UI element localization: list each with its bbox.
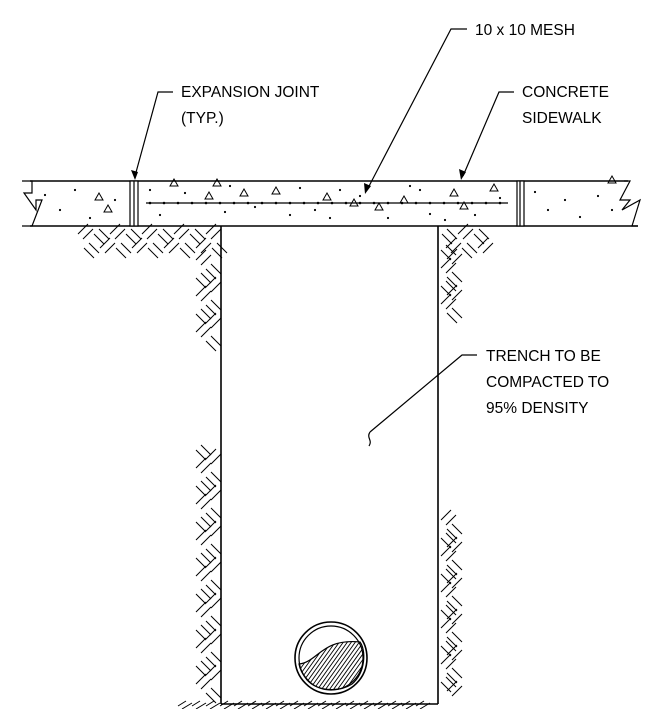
label-trench-line2: COMPACTED TO xyxy=(486,374,609,391)
expansion-joint-right xyxy=(516,180,525,227)
right-break-symbol xyxy=(619,180,642,227)
left-break-symbol xyxy=(22,180,43,227)
expansion-joint-left xyxy=(129,180,139,227)
label-trench-line3: 95% DENSITY xyxy=(486,400,589,417)
label-sidewalk-line2: SIDEWALK xyxy=(522,110,602,127)
concrete-aggregate xyxy=(43,174,617,222)
label-expansion-joint-line1: EXPANSION JOINT xyxy=(181,84,320,101)
pipe xyxy=(294,621,368,695)
label-mesh: 10 x 10 MESH xyxy=(475,22,575,39)
label-trench-line1: TRENCH TO BE xyxy=(486,348,601,365)
pipe-fill-region xyxy=(298,640,365,691)
label-sidewalk-line1: CONCRETE xyxy=(522,84,609,101)
leader-sidewalk xyxy=(459,91,514,180)
label-expansion-joint-line2: (TYP.) xyxy=(181,110,224,127)
wire-mesh xyxy=(146,201,508,205)
leader-trench xyxy=(368,354,477,447)
leader-mesh xyxy=(364,28,467,194)
leader-expansion-joint xyxy=(131,91,173,180)
earth-hatching xyxy=(77,223,494,709)
